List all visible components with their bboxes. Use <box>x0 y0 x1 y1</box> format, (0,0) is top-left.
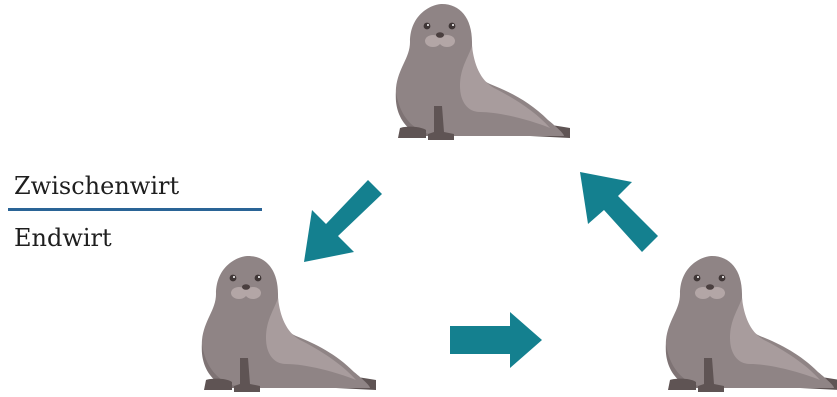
seal-icon <box>186 254 386 394</box>
arrow-icon <box>580 172 658 252</box>
seal-right-illustration <box>650 254 837 394</box>
seal-icon <box>650 254 837 394</box>
arrow-right <box>448 310 548 370</box>
final-host-label: Endwirt <box>14 224 112 252</box>
seal-icon <box>380 2 580 142</box>
arrow-down-left <box>296 178 396 268</box>
divider-line <box>8 208 262 211</box>
arrow-icon <box>450 312 542 368</box>
seal-left-illustration <box>186 254 386 394</box>
arrow-up-left <box>570 166 670 256</box>
seal-top-illustration <box>380 2 580 142</box>
intermediate-host-label: Zwischenwirt <box>14 172 180 200</box>
arrow-icon <box>304 180 382 262</box>
